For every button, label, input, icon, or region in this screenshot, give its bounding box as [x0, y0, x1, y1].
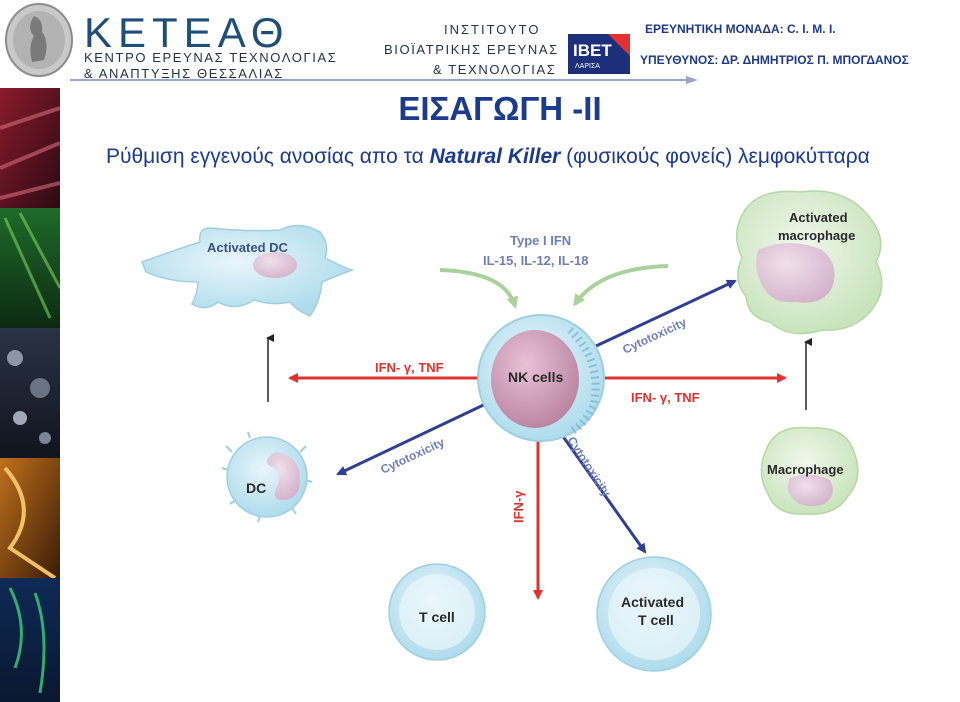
research-unit-label: ΕΡΕΥΝΗΤΙΚΗ ΜΟΝΑΔΑ: C. I. M. I.	[645, 22, 836, 36]
cytokine-arrow-left	[439, 268, 519, 309]
macrophage-cell: Macrophage	[760, 426, 859, 515]
org-name-line2: & ΑΝΑΠΤΥΞΗΣ ΘΕΣΣΑΛΙΑΣ	[84, 66, 284, 81]
dc-label: DC	[246, 480, 266, 496]
cytotoxicity-arrow-dc	[336, 398, 495, 476]
cytokine-arrow-right	[573, 264, 669, 307]
org-logo-text: ΚΕΤΕΑΘ	[84, 9, 290, 56]
ibet-logo-text: IBET	[573, 41, 612, 60]
activated-dc-cell: Activated DC	[141, 224, 355, 317]
subtitle-emphasis: Natural Killer	[429, 145, 561, 168]
org-name-line1: ΚΕΝΤΡΟ ΕΡΕΥΝΑΣ ΤΕΧΝΟΛΟΓΙΑΣ	[84, 50, 338, 65]
cytotoxicity-arrow-t-cell	[560, 434, 647, 554]
activated-macrophage-cell: Activated macrophage	[736, 190, 883, 335]
t-cell-label: T cell	[419, 609, 455, 625]
activated-dc-label: Activated DC	[207, 240, 289, 255]
coin-logo	[5, 3, 73, 77]
slide-subtitle: Ρύθμιση εγγενούς ανοσίας απο τα Natural …	[106, 145, 870, 169]
ibet-logo: IBET ΛΑΡΙΣΑ	[568, 34, 630, 74]
cytotoxicity-arrow-macrophage	[595, 279, 737, 348]
activated-t-cell-label-line2: T cell	[638, 612, 674, 628]
ifn-tnf-label-right: IFN- γ, TNF	[631, 390, 700, 405]
activated-t-cell: Activated T cell	[596, 556, 712, 672]
institute-name-line3: & ΤΕΧΝΟΛΟΓΙΑΣ	[433, 62, 557, 77]
activated-macrophage-label-line1: Activated	[789, 210, 848, 225]
cytotoxicity-label-lower-right: Cytotoxicity	[564, 434, 613, 499]
subtitle-text: Ρύθμιση εγγενούς ανοσίας απο τα	[106, 145, 430, 168]
type1-ifn-label: Type I IFN	[510, 233, 571, 248]
nk-cell: NK cells	[477, 314, 605, 442]
decorative-image-strip	[0, 88, 60, 702]
header-divider	[70, 79, 692, 81]
ibet-logo-subtext: ΛΑΡΙΣΑ	[575, 63, 600, 70]
interleukins-label: IL-15, IL-12, IL-18	[483, 253, 588, 268]
subtitle-text-end: (φυσικούς φονείς) λεμφοκύτταρα	[560, 145, 870, 168]
cytotoxicity-label-upper-right: Cytotoxicity	[620, 315, 688, 357]
head-researcher-label: ΥΠΕΥΘΥΝΟΣ: ΔΡ. ΔΗΜΗΤΡΙΟΣ Π. ΜΠΟΓΔΑΝΟΣ	[640, 53, 909, 67]
slide-title: ΕΙΣΑΓΩΓΗ -ΙΙ	[398, 90, 602, 127]
institute-name-line2: ΒΙΟΪΑΤΡΙΚΗΣ ΕΡΕΥΝΑΣ	[384, 42, 559, 57]
ifn-gamma-label: IFN-γ	[511, 490, 526, 523]
macrophage-label: Macrophage	[767, 462, 844, 477]
cytotoxicity-label-lower-left: Cytotoxicity	[378, 435, 446, 477]
t-cell: T cell	[388, 563, 486, 661]
dc-cell: DC	[221, 431, 313, 523]
nk-cells-label: NK cells	[508, 369, 563, 385]
institute-name-line1: ΙΝΣΤΙΤΟΥΤΟ	[444, 22, 541, 37]
header-arrow-icon	[686, 76, 698, 84]
activated-t-cell-label-line1: Activated	[621, 594, 684, 610]
activated-macrophage-label-line2: macrophage	[778, 228, 855, 243]
ifn-tnf-label-left: IFN- γ, TNF	[375, 360, 444, 375]
